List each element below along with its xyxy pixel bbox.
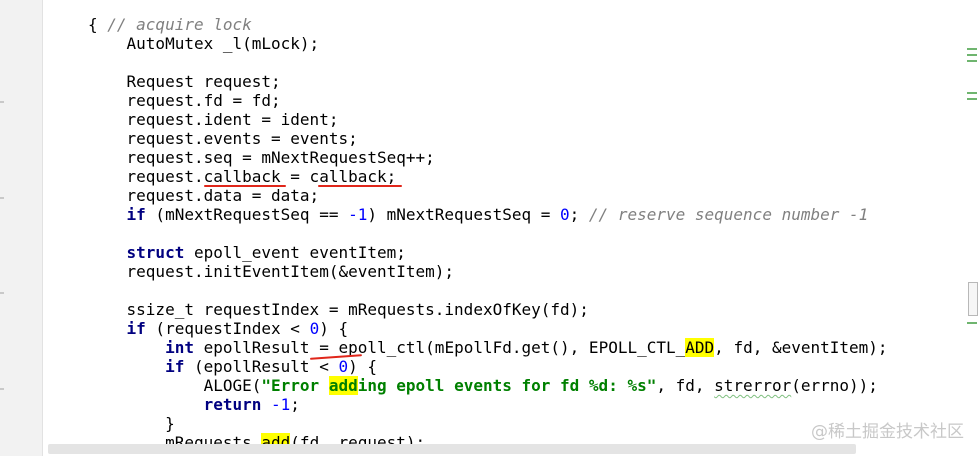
horizontal-scrollbar[interactable] [48, 444, 856, 454]
code-number: 0 [309, 319, 320, 338]
search-highlight: add [328, 376, 358, 395]
stripe-marker[interactable] [967, 322, 977, 324]
annotation-underline [204, 185, 286, 187]
code-line: return -1; [88, 395, 888, 414]
code-line: { // acquire lock [88, 15, 888, 34]
code-line: AutoMutex _l(mLock); [88, 34, 888, 53]
annotation-underline [318, 185, 402, 187]
code-text: (requestIndex < [145, 319, 310, 338]
code-line: ssize_t requestIndex = mRequests.indexOf… [88, 300, 888, 319]
stripe-marker[interactable] [967, 98, 977, 100]
code-keyword: if [126, 205, 146, 224]
gutter-fold-marker [0, 101, 4, 103]
code-text: request.ident = ident; [126, 110, 339, 129]
code-line: request.events = events; [88, 129, 888, 148]
code-line: request.fd = fd; [88, 91, 888, 110]
code-line-blank [88, 281, 888, 300]
code-comment: // acquire lock [107, 15, 252, 34]
editor-gutter [0, 0, 43, 456]
gutter-fold-marker [0, 197, 4, 199]
code-text: (errno)); [791, 376, 878, 395]
code-text: request.initEventItem(&eventItem); [126, 262, 455, 281]
code-keyword: int [165, 338, 194, 357]
code-number: -1 [348, 205, 368, 224]
code-block[interactable]: { // acquire lock AutoMutex _l(mLock); R… [88, 15, 888, 452]
stripe-marker[interactable] [967, 92, 977, 94]
code-number: 0 [338, 357, 349, 376]
code-text: ) mNextRequestSeq = [367, 205, 561, 224]
code-text: (mNextRequestSeq == [145, 205, 349, 224]
code-keyword: return [203, 395, 262, 414]
code-number: -1 [261, 395, 291, 414]
code-line: request.callback = callback; [88, 167, 888, 187]
code-text: ALOGE( [203, 376, 262, 395]
code-editor[interactable] [43, 0, 978, 456]
code-line: request.initEventItem(&eventItem); [88, 262, 888, 281]
code-string: ing epoll events for fd %d: %s" [357, 376, 657, 395]
code-text: (mEpollFd.get(), EPOLL_CTL_ [425, 338, 686, 357]
code-text: ssize_t requestIndex = mRequests.indexOf… [126, 300, 589, 319]
code-keyword: struct [126, 243, 185, 262]
code-text: , fd, [656, 376, 715, 395]
code-text: ) { [319, 319, 349, 338]
code-text: request.fd = fd; [126, 91, 281, 110]
code-line: if (epollResult < 0) { [88, 357, 888, 376]
code-text: ; [569, 205, 589, 224]
code-text: epoll_event eventItem; [184, 243, 406, 262]
gutter-fold-marker [0, 292, 4, 294]
code-line: request.seq = mNextRequestSeq++; [88, 148, 888, 167]
error-stripe[interactable] [966, 0, 978, 456]
code-text: epollResult = [193, 338, 339, 357]
code-comment: // reserve sequence number -1 [588, 205, 869, 224]
code-number: 0 [560, 205, 570, 224]
code-text: } [165, 414, 175, 433]
code-line: request.ident = ident; [88, 110, 888, 129]
code-text: request.data = data; [126, 186, 320, 205]
watermark: @稀土掘金技术社区 [811, 422, 964, 442]
search-highlight: ADD [685, 338, 715, 357]
code-text: request.callback = callback; [126, 167, 397, 186]
stripe-marker[interactable] [967, 48, 977, 50]
code-keyword: if [126, 319, 146, 338]
stripe-marker[interactable] [967, 54, 977, 56]
code-text: (epollResult < [184, 357, 339, 376]
code-line: if (requestIndex < 0) { [88, 319, 888, 338]
code-line: Request request; [88, 72, 888, 91]
gutter-fold-marker [0, 388, 4, 390]
code-function: strerror [714, 376, 792, 395]
code-line: request.data = data; [88, 186, 888, 205]
code-line: ALOGE("Error adding epoll events for fd … [88, 376, 888, 395]
code-text: AutoMutex _l(mLock); [126, 34, 320, 53]
code-text: , fd, &eventItem); [714, 338, 888, 357]
code-text: request.events = events; [126, 129, 358, 148]
code-text: request.seq = mNextRequestSeq++; [126, 148, 435, 167]
code-keyword: if [165, 357, 185, 376]
code-line-blank [88, 224, 888, 243]
code-text: Request request; [126, 72, 281, 91]
scroll-thumb[interactable] [968, 282, 978, 316]
code-text: ; [290, 395, 300, 414]
code-line: struct epoll_event eventItem; [88, 243, 888, 262]
stripe-marker[interactable] [967, 60, 977, 62]
code-line-blank [88, 53, 888, 72]
code-line: if (mNextRequestSeq == -1) mNextRequestS… [88, 205, 888, 224]
code-line: int epollResult = epoll_ctl(mEpollFd.get… [88, 338, 888, 360]
code-text: ) { [348, 357, 377, 376]
code-function: epoll_ctl [338, 338, 426, 357]
code-line: } [88, 414, 888, 433]
code-text: { [88, 15, 108, 34]
code-string: "Error [261, 376, 329, 395]
